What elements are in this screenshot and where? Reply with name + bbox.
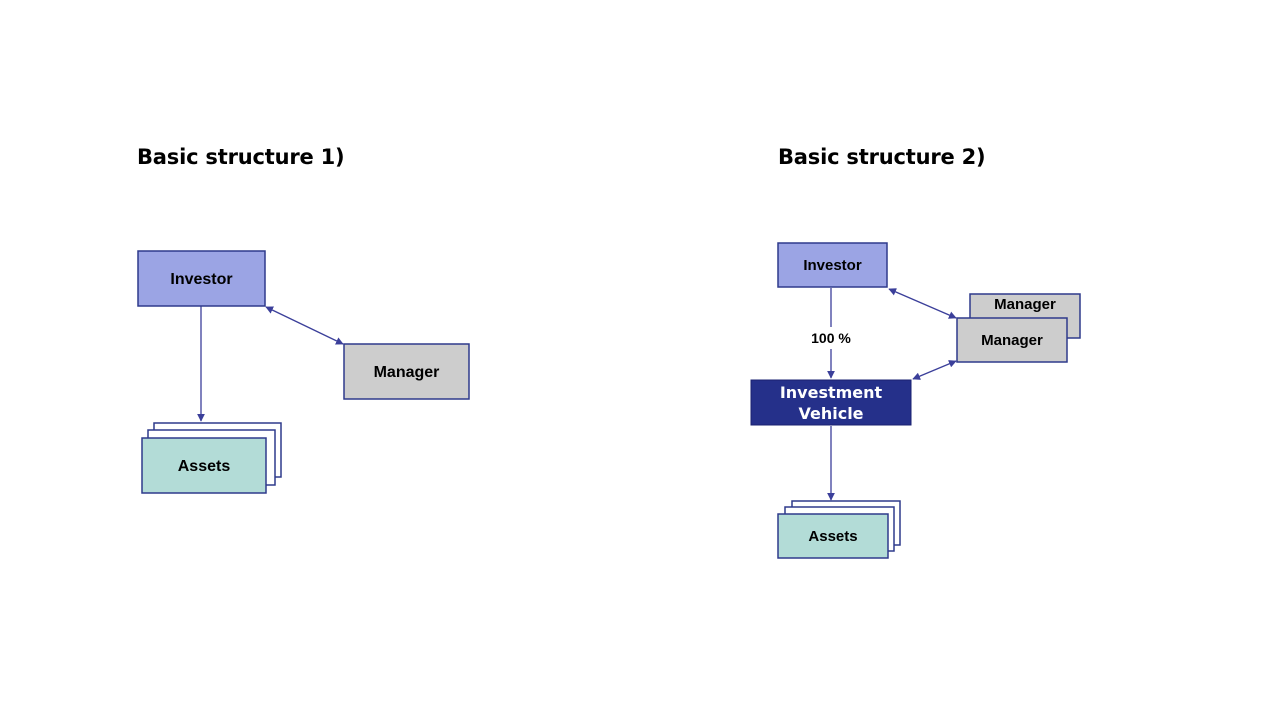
vehicle-manager-arrow bbox=[912, 360, 957, 380]
investor-manager-arrow bbox=[265, 306, 344, 345]
investor-box-shape bbox=[137, 250, 266, 307]
investment-vehicle-box: Investment Vehicle bbox=[750, 379, 912, 426]
investor-box-2: Investor bbox=[777, 242, 888, 288]
structure-2: 100 % Investor Manager Manager Investmen… bbox=[750, 242, 1081, 559]
assets-box-2-shape bbox=[777, 513, 889, 559]
investor-label-2: Investor bbox=[803, 257, 862, 274]
investor-box-2-shape bbox=[777, 242, 888, 288]
ownership-label-background bbox=[803, 327, 859, 349]
ownership-label: 100 % bbox=[811, 330, 851, 346]
investor-label: Investor bbox=[170, 271, 232, 288]
manager-label: Manager bbox=[374, 364, 440, 381]
assets-box-shape bbox=[141, 437, 267, 494]
structure-2-heading: Basic structure 2) bbox=[778, 145, 986, 169]
assets-stack-2: Assets bbox=[777, 500, 901, 559]
manager-stack: Manager Manager bbox=[956, 293, 1081, 363]
structure-1-heading: Basic structure 1) bbox=[137, 145, 345, 169]
assets-stack: Assets bbox=[141, 422, 282, 494]
manager-box: Manager bbox=[343, 343, 470, 400]
manager-front-box-shape bbox=[956, 317, 1068, 363]
investor-box: Investor bbox=[137, 250, 266, 307]
investment-vehicle-label-line-2: Vehicle bbox=[798, 404, 863, 423]
manager-box-shape bbox=[343, 343, 470, 400]
investment-vehicle-box-shape bbox=[750, 379, 912, 426]
structure-1: Investor Manager Assets bbox=[137, 250, 470, 494]
assets-label: Assets bbox=[178, 458, 231, 475]
manager-back-label: Manager bbox=[994, 296, 1056, 313]
manager-front-label: Manager bbox=[981, 332, 1043, 349]
investor-manager-arrow-2 bbox=[888, 288, 957, 319]
investment-vehicle-label-line-1: Investment bbox=[780, 383, 883, 402]
assets-label-2: Assets bbox=[808, 528, 857, 545]
